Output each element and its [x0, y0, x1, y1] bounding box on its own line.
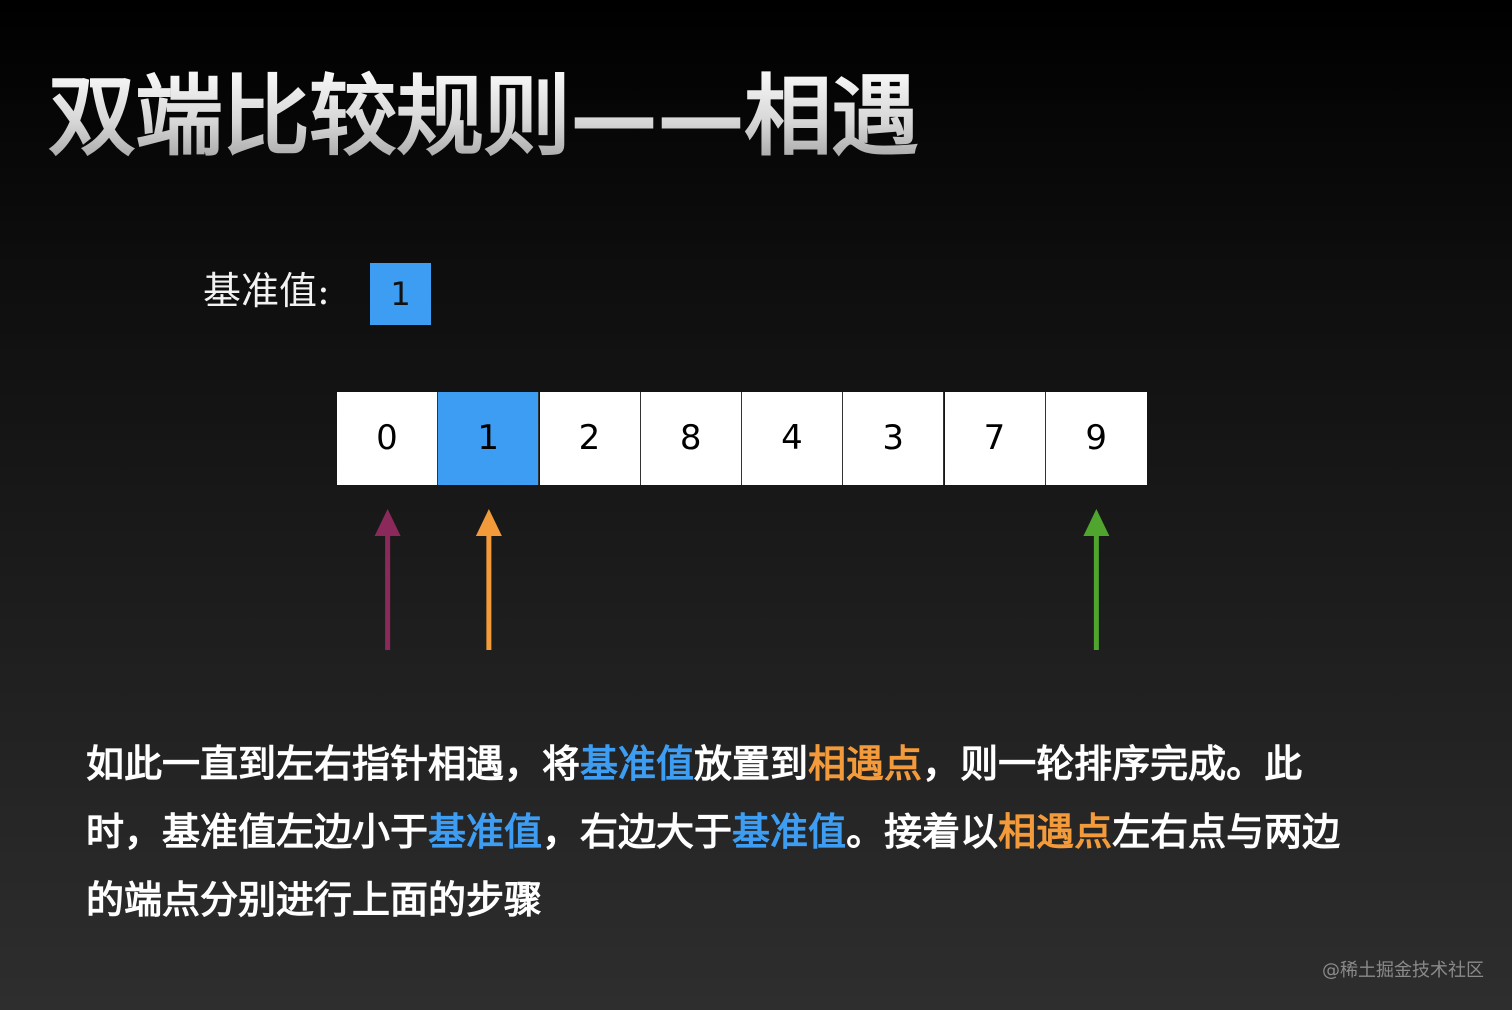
- description-segment: ，则一轮排序完成。此: [922, 742, 1303, 786]
- pivot-label: 基准值:: [203, 269, 330, 313]
- array-cell-0: 0: [337, 392, 438, 485]
- description-segment: ，右边大于: [542, 810, 733, 854]
- description-segment: 放置到: [694, 742, 809, 786]
- description-segment: 如此一直到左右指针相遇，将: [86, 742, 581, 786]
- pointer-arrow-2: [1083, 509, 1110, 650]
- pivot-value-box: 1: [370, 263, 431, 325]
- description-segment: 时，基准值左边小于: [86, 810, 429, 854]
- description-segment: 的端点分别进行上面的步骤: [86, 878, 543, 922]
- description-line-2: 时，基准值左边小于基准值，右边大于基准值。接着以相遇点左右点与两边: [86, 798, 1446, 866]
- array-cell-7: 9: [1045, 392, 1147, 485]
- array-cell-2: 2: [539, 392, 641, 485]
- description-line-1: 如此一直到左右指针相遇，将基准值放置到相遇点，则一轮排序完成。此: [86, 730, 1446, 798]
- array-cell-3: 8: [640, 392, 742, 485]
- description-line-3: 的端点分别进行上面的步骤: [86, 866, 1446, 934]
- description-segment: 。接着以: [846, 810, 999, 854]
- array-cell-5: 3: [843, 392, 945, 485]
- slide-title: 双端比较规则——相遇: [48, 62, 919, 172]
- watermark: @稀土掘金技术社区: [1322, 960, 1484, 981]
- array-cell-4: 4: [742, 392, 843, 485]
- description-segment: 基准值: [580, 742, 695, 786]
- description-segment: 相遇点: [808, 742, 923, 786]
- description-segment: 相遇点: [998, 810, 1113, 854]
- array-cell-1: 1: [438, 392, 540, 485]
- description: 如此一直到左右指针相遇，将基准值放置到相遇点，则一轮排序完成。此 时，基准值左边…: [86, 730, 1446, 934]
- pointer-arrow-1: [475, 509, 502, 650]
- description-segment: 基准值: [428, 810, 543, 854]
- description-segment: 基准值: [732, 810, 847, 854]
- pointer-arrow-0: [374, 509, 401, 650]
- description-segment: 左右点与两边: [1112, 810, 1341, 854]
- array-cell-6: 7: [944, 392, 1046, 485]
